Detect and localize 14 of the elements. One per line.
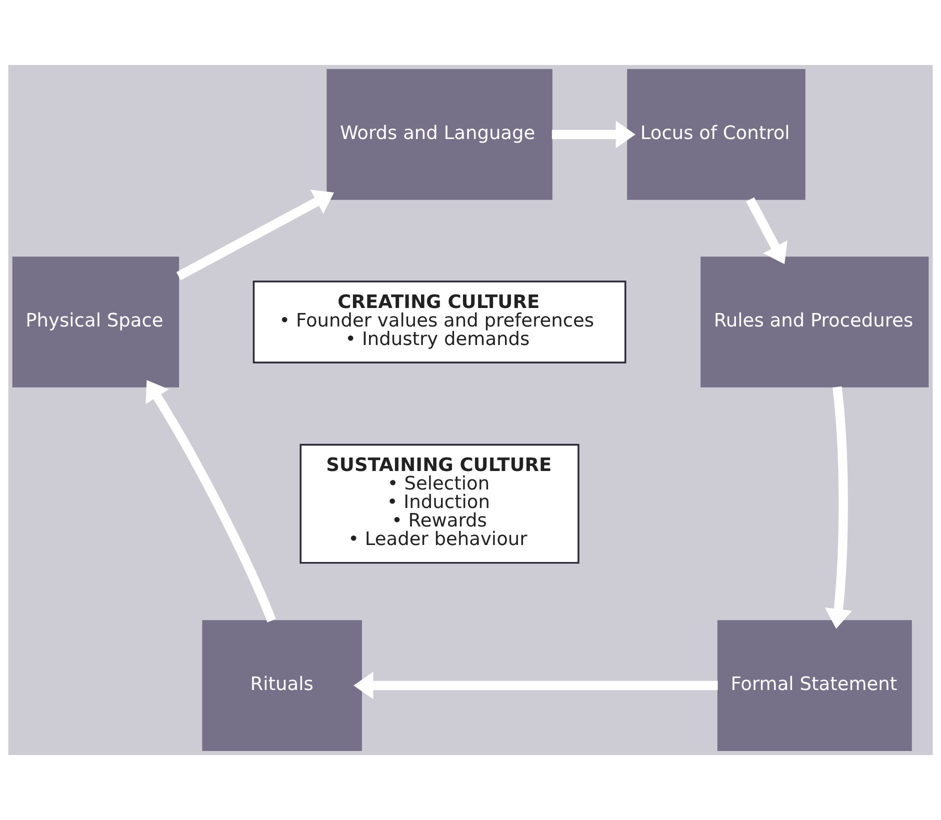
node-box: Words and Language xyxy=(326,69,552,200)
arrow xyxy=(354,672,718,700)
node-box: Rules and Procedures xyxy=(700,256,929,388)
arrow xyxy=(552,120,636,148)
node-box: Physical Space xyxy=(12,256,180,388)
arrow xyxy=(746,197,788,264)
node-box: Locus of Control xyxy=(627,69,806,200)
node-box: CREATING CULTURE • Founder values and preferences • Industry demands xyxy=(252,280,626,364)
arrow xyxy=(824,386,852,629)
arrow xyxy=(146,380,276,622)
node-box: SUSTAINING CULTURE • Selection • Induction • Rewards • Leader behaviour xyxy=(300,444,580,564)
node-box: Rituals xyxy=(202,620,362,751)
arrow xyxy=(176,190,334,280)
node-box: Formal Statement xyxy=(717,620,912,751)
